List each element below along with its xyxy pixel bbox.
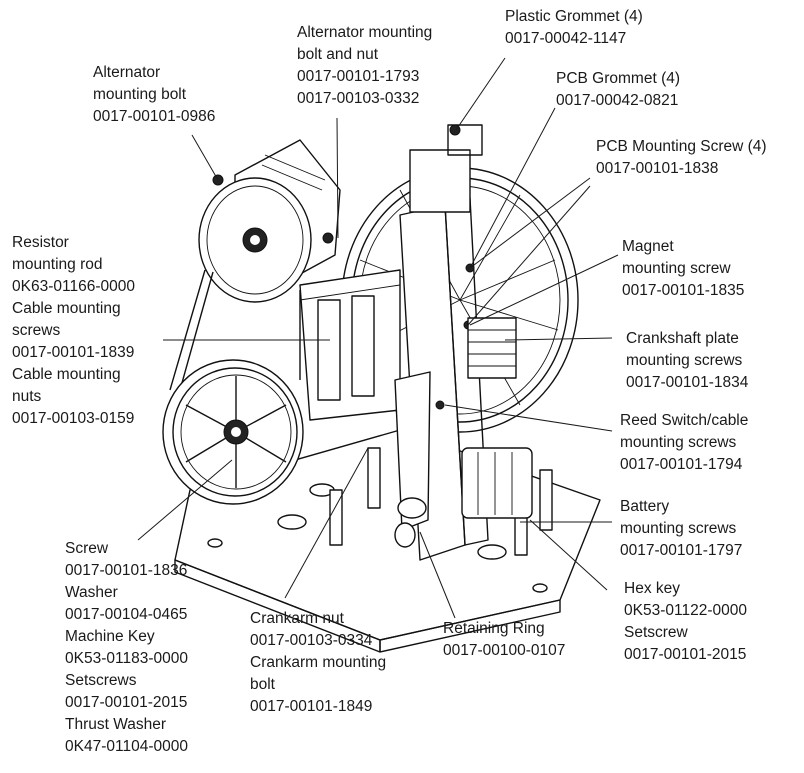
callout-line: 0017-00103-0332 <box>297 90 420 107</box>
callout-line: 0K63-01166-0000 <box>12 278 135 295</box>
callout-line: 0017-00103-0334 <box>250 632 373 649</box>
callout-line: Setscrews <box>65 672 137 689</box>
resistor-housing <box>299 269 401 421</box>
callout-line: Cable mounting <box>12 300 121 317</box>
callout-line: 0017-00101-2015 <box>65 694 188 711</box>
callout-line: Washer <box>65 584 118 601</box>
callout-line: 0017-00101-1836 <box>65 562 188 579</box>
crankshaft-block <box>467 317 517 379</box>
callout-line: Alternator <box>93 64 161 81</box>
callout-line: mounting screws <box>626 352 743 369</box>
callout-line: Retaining Ring <box>443 620 545 637</box>
callout-alternator-mounting-bolt-nut: Alternator mounting bolt and nut 0017-0010… <box>297 22 432 110</box>
callout-line: Screw <box>65 540 109 557</box>
callout-retaining-ring: Retaining Ring 0017-00100-0107 <box>443 618 565 662</box>
alternator <box>198 139 341 303</box>
callout-crankshaft-plate-screws: Crankshaft plate mounting screws 0017-0010… <box>626 328 748 394</box>
battery-pack <box>461 447 533 519</box>
callout-line: 0017-00101-1793 <box>297 68 420 85</box>
callout-line: Plastic Grommet (4) <box>505 8 643 25</box>
callout-line: 0017-00104-0465 <box>65 606 188 623</box>
callout-line: Crankarm mounting <box>250 654 387 671</box>
callout-line: 0017-00101-1838 <box>596 160 719 177</box>
callout-line: 0017-00101-1797 <box>620 542 743 559</box>
callout-line: 0017-00100-0107 <box>443 642 566 659</box>
callout-line: 0017-00042-0821 <box>556 92 679 109</box>
callout-line: Battery <box>620 498 670 515</box>
callout-line: nuts <box>12 388 42 405</box>
callout-line: 0017-00101-1794 <box>620 456 743 473</box>
callout-line: Reed Switch/cable <box>620 412 749 429</box>
drive-belt <box>169 269 301 391</box>
callout-line: bolt <box>250 676 275 693</box>
callout-line: Crankarm nut <box>250 610 344 627</box>
callout-pcb-grommet: PCB Grommet (4) 0017-00042-0821 <box>556 68 680 112</box>
callout-line: PCB Mounting Screw (4) <box>596 138 767 155</box>
callout-line: Setscrew <box>624 624 688 641</box>
callout-line: mounting screws <box>620 434 737 451</box>
callout-battery-mounting-screws: Battery mounting screws 0017-00101-1797 <box>620 496 742 562</box>
crank-arm <box>394 371 431 548</box>
callout-line: 0K53-01122-0000 <box>624 602 747 619</box>
callout-alternator-mounting-bolt: Alternator mounting bolt 0017-00101-0986 <box>93 62 215 128</box>
callout-line: Resistor <box>12 234 69 251</box>
callout-line: mounting screw <box>622 260 731 277</box>
callout-line: mounting bolt <box>93 86 187 103</box>
callout-line: Crankshaft plate <box>626 330 739 347</box>
callout-line: 0017-00101-1834 <box>626 374 749 391</box>
callout-line: Alternator mounting <box>297 24 433 41</box>
callout-magnet-mounting-screw: Magnet mounting screw 0017-00101-1835 <box>622 236 744 302</box>
callout-line: Machine Key <box>65 628 155 645</box>
callout-line: 0017-00101-0986 <box>93 108 216 125</box>
callout-line: 0017-00101-1835 <box>622 282 745 299</box>
callout-line: Cable mounting <box>12 366 121 383</box>
callout-line: Hex key <box>624 580 680 597</box>
callout-line: mounting rod <box>12 256 103 273</box>
callout-line: PCB Grommet (4) <box>556 70 681 87</box>
callout-line: Magnet <box>622 238 674 255</box>
pulley-wheel <box>162 359 304 505</box>
callout-line: 0017-00103-0159 <box>12 410 135 427</box>
callout-line: 0017-00101-1849 <box>250 698 373 715</box>
callout-line: screws <box>12 322 61 339</box>
callout-line: 0017-00101-2015 <box>624 646 747 663</box>
callout-line: Thrust Washer <box>65 716 167 733</box>
callout-plastic-grommet: Plastic Grommet (4) 0017-00042-1147 <box>505 6 643 50</box>
callout-line: mounting screws <box>620 520 737 537</box>
callout-pcb-mounting-screw: PCB Mounting Screw (4) 0017-00101-1838 <box>596 136 767 180</box>
callout-reed-switch-screws: Reed Switch/cable mounting screws 0017-001… <box>620 410 748 476</box>
callout-line: 0017-00042-1147 <box>505 30 627 47</box>
callout-line: 0K47-01104-0000 <box>65 738 188 755</box>
callout-line: 0K53-01183-0000 <box>65 650 188 667</box>
leader-lines <box>137 57 619 619</box>
callout-line: 0017-00101-1839 <box>12 344 135 361</box>
callout-line: bolt and nut <box>297 46 379 63</box>
